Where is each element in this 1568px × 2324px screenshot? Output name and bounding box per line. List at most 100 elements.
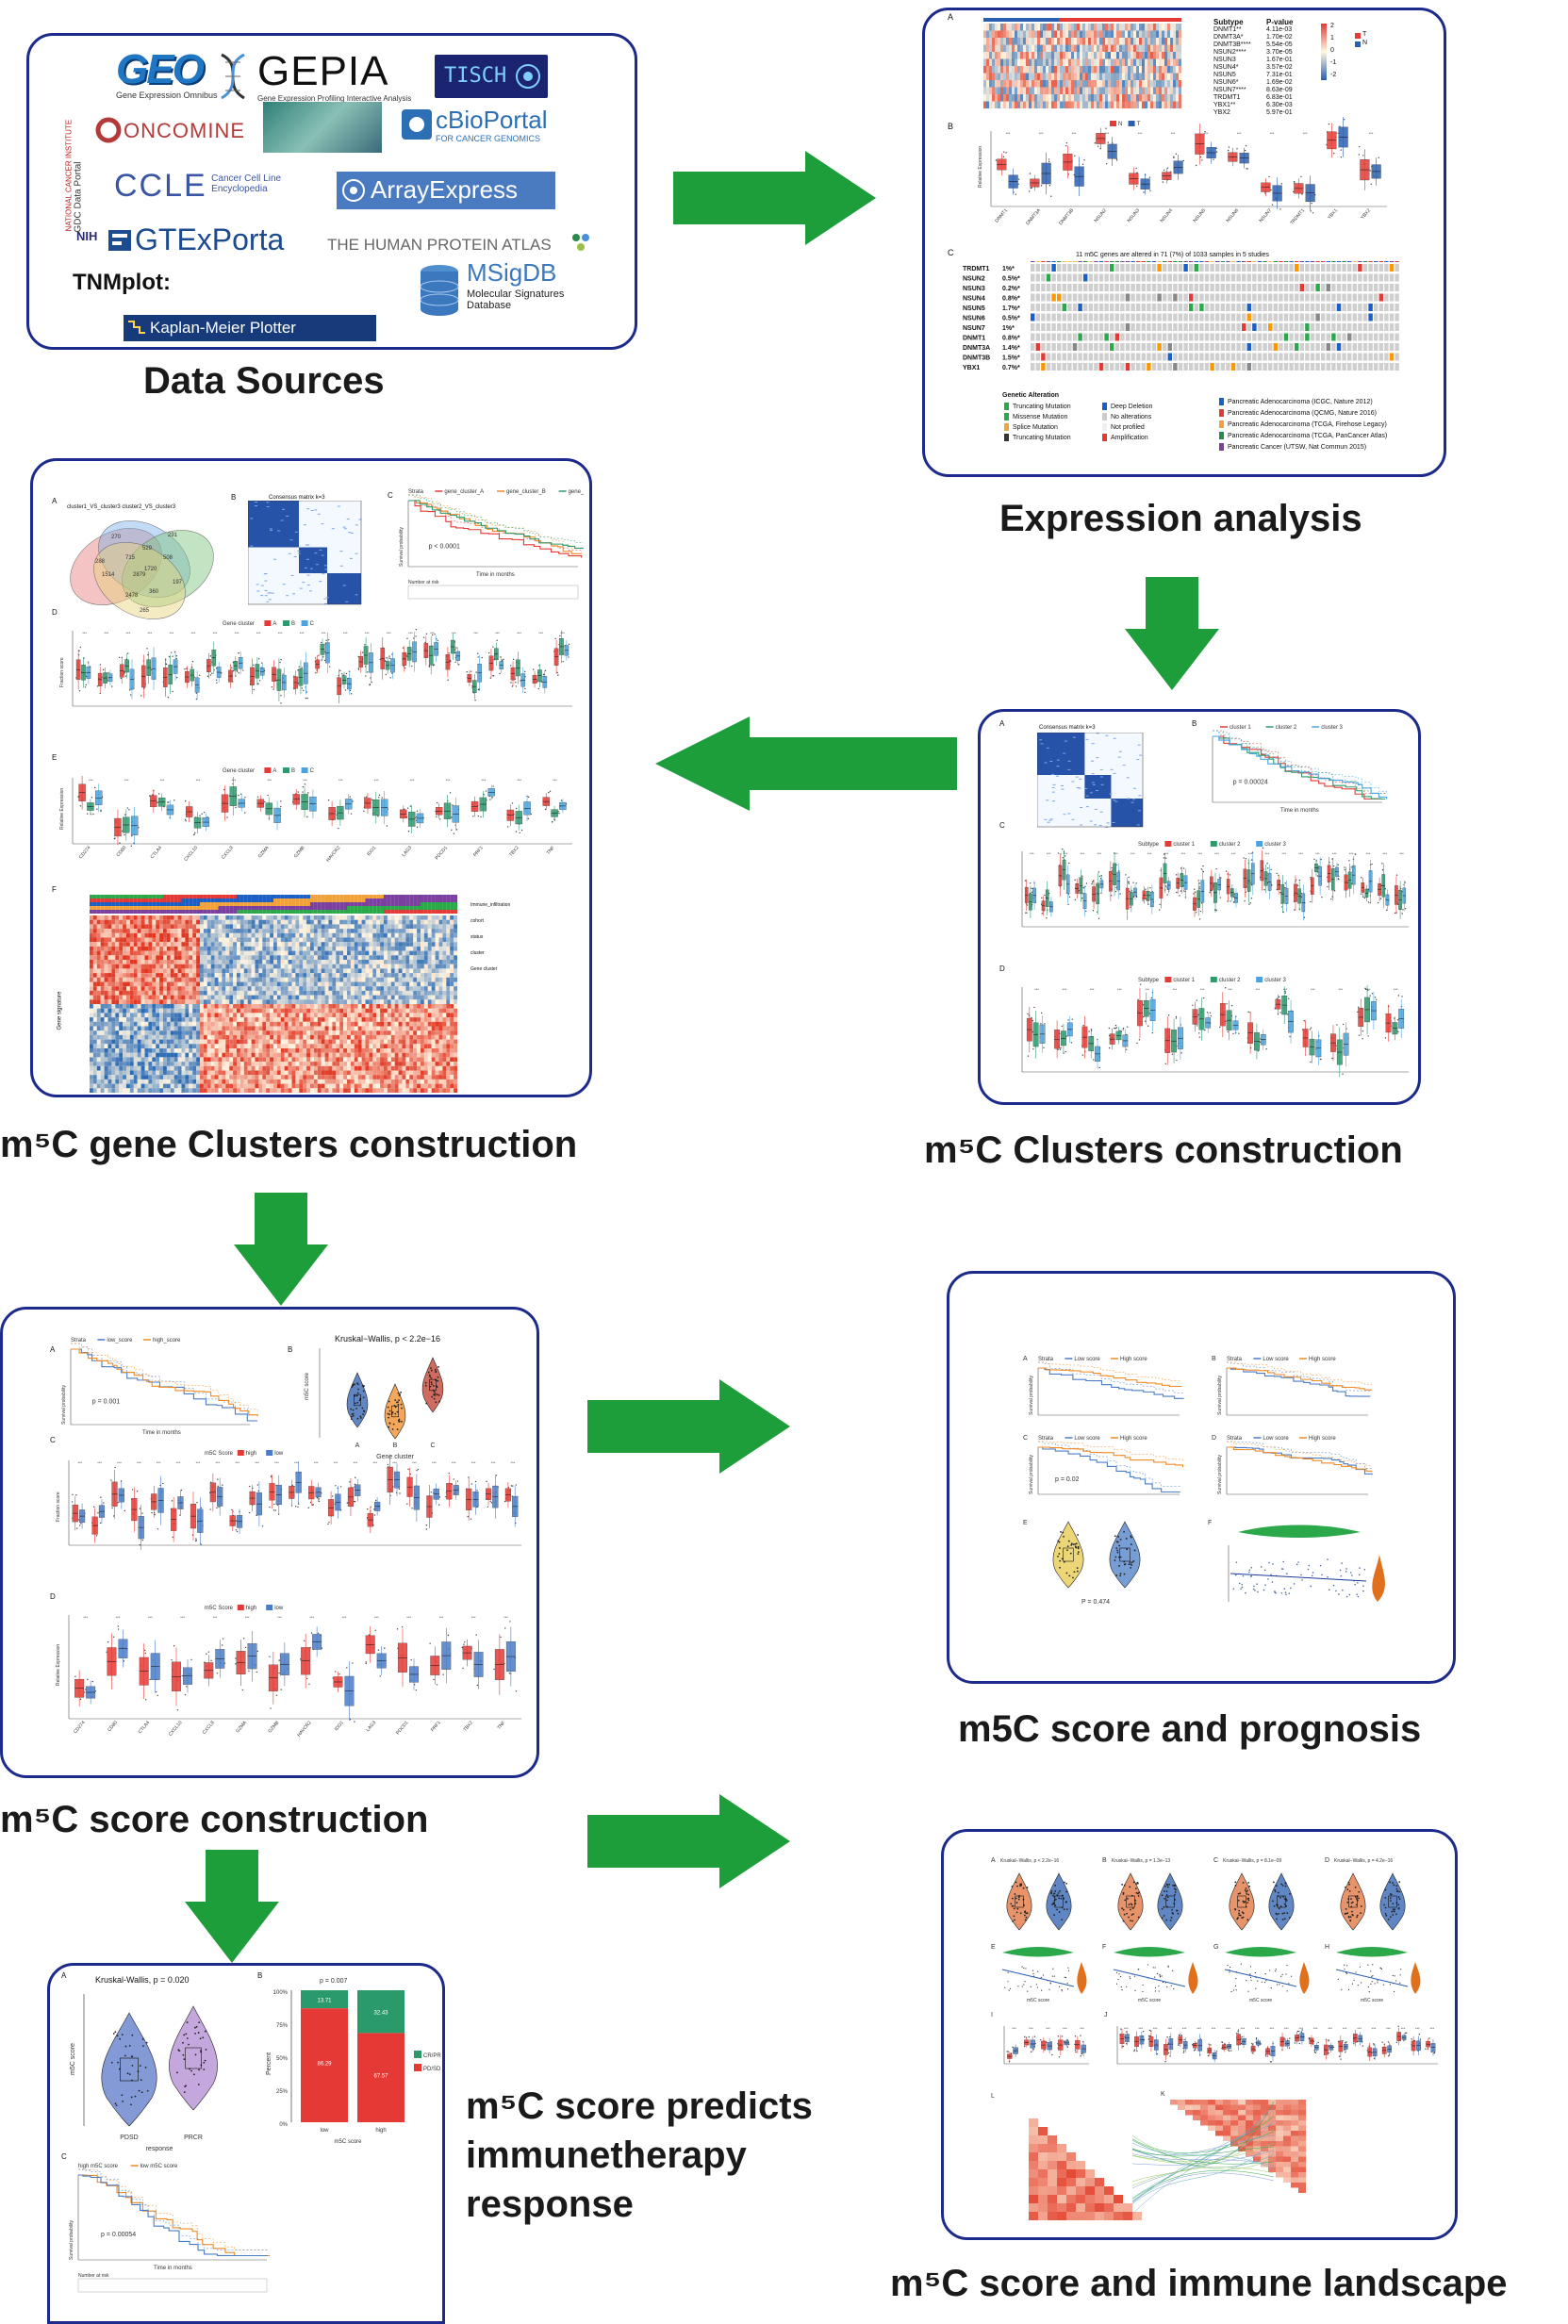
- annotation-cell: [354, 895, 358, 898]
- oncoprint-cell: [1252, 343, 1257, 351]
- annotation-cell: [450, 902, 454, 906]
- annotation-cell: [280, 910, 285, 914]
- heatmap-cell: [276, 915, 281, 920]
- annotation-cell: [413, 910, 418, 914]
- heatmap-cell: [1131, 73, 1133, 80]
- heatmap-cell: [1060, 73, 1063, 80]
- oncoprint-cell: [1204, 343, 1210, 351]
- heatmap-cell: [1063, 66, 1065, 74]
- study-legend-item: Pancreatic Adenocarcinoma (TCGA, PanCanc…: [1219, 431, 1387, 442]
- consensus-noise: [1048, 819, 1052, 821]
- heatmap-cell: [1048, 94, 1051, 102]
- gene-clusters-venn-title: cluster1_VS_cluster3 cluster2_VS_cluster…: [67, 504, 176, 510]
- outlier-point: [257, 658, 260, 660]
- oncoprint-cell: [1120, 273, 1125, 282]
- heatmap-cell: [1009, 94, 1012, 102]
- annotation-cell: [276, 906, 281, 910]
- legend-label: cluster 3: [1264, 978, 1286, 983]
- gene-clusters-survival: Stratagene_cluster_Agene_cluster_Bgene_c…: [399, 489, 584, 600]
- annotation-cell: [144, 902, 149, 906]
- heatmap-cell: [995, 94, 998, 102]
- oncoprint-cell: [1246, 293, 1251, 302]
- study-track-cell: [1067, 261, 1072, 262]
- heatmap-cell: [1074, 44, 1077, 52]
- outlier-point: [481, 656, 483, 659]
- heatmap-cell: [206, 919, 211, 925]
- heatmap-cell: [1133, 66, 1136, 74]
- y-axis-label: Relative Expression: [59, 788, 65, 830]
- oncoprint-cell: [1098, 323, 1104, 331]
- outlier-point: [406, 807, 409, 809]
- annotation-cell: [336, 895, 340, 898]
- heatmap-cell: [1048, 101, 1051, 108]
- annotation-cell: [173, 898, 178, 902]
- annotation-cell: [350, 895, 355, 898]
- outlier-point: [1232, 901, 1235, 903]
- heatmap-cell: [1108, 44, 1111, 52]
- heatmap-cell: [1012, 38, 1015, 45]
- oncoprint-cell: [1326, 353, 1330, 361]
- oncoprint-cell: [1389, 273, 1395, 282]
- oncoprint-cell: [1204, 273, 1210, 282]
- annotation-cell: [310, 902, 314, 906]
- oncoprint-cell: [1230, 333, 1236, 341]
- heatmap-cell: [1150, 66, 1153, 74]
- oncoprint-alteration: [1199, 304, 1204, 311]
- heatmap-cell: [1082, 44, 1085, 52]
- m5c-clusters-a-title: Consensus matrix k=3: [1039, 725, 1096, 731]
- outlier-point: [1115, 159, 1118, 161]
- heatmap-cell: [1159, 30, 1162, 38]
- oncoprint-cell: [1336, 313, 1342, 321]
- annotation-cell: [332, 898, 337, 902]
- outlier-point: [1219, 897, 1221, 898]
- outlier-point: [1179, 895, 1180, 897]
- heatmap-cell: [1003, 52, 1006, 59]
- heatmap-cell: [1080, 58, 1082, 66]
- oncoprint-cell: [1252, 273, 1257, 282]
- outlier-point: [1313, 858, 1315, 861]
- outlier-point: [307, 792, 309, 794]
- oncoprint-cell: [1083, 333, 1088, 341]
- heatmap-cell: [427, 919, 432, 925]
- oncoprint-cell: [1110, 323, 1114, 331]
- heatmap-cell: [173, 919, 178, 925]
- heatmap-cell: [1108, 30, 1111, 38]
- annotation-cell: [126, 895, 130, 898]
- x-tick-label: PDCD1: [435, 845, 450, 861]
- oncoprint-cell: [1368, 273, 1373, 282]
- oncoprint-cell: [1083, 284, 1088, 291]
- consensus-noise: [1112, 821, 1115, 823]
- oncoprint-cell: [1183, 363, 1188, 371]
- heatmap-cell: [1006, 30, 1009, 38]
- oncoprint-cell: [1283, 363, 1289, 371]
- oncoprint-cell: [1120, 264, 1125, 272]
- annotation-cell: [140, 902, 145, 906]
- outlier-point: [1215, 909, 1217, 912]
- outlier-point: [1175, 1017, 1178, 1019]
- heatmap-cell: [989, 87, 992, 94]
- outlier-point: [1375, 998, 1378, 1000]
- consensus-noise: [1080, 807, 1083, 809]
- significance-mark: ***: [231, 778, 236, 783]
- oncoprint-alteration: [1051, 293, 1056, 302]
- heatmap-cell: [1006, 24, 1009, 31]
- heatmap-cell: [983, 101, 986, 108]
- annotation-cell: [332, 895, 337, 898]
- arrow-score-to-immune-landscape: [587, 1794, 790, 1888]
- annotation-cell: [170, 906, 174, 910]
- annotation-cell: [233, 895, 237, 898]
- oncoprint-cell: [1326, 293, 1330, 302]
- heatmap-cell: [1136, 30, 1139, 38]
- oncoprint-cell: [1041, 313, 1046, 321]
- heatmap-cell: [1000, 101, 1003, 108]
- outlier-point: [244, 812, 246, 814]
- oncoprint-cell: [1031, 343, 1035, 351]
- heatmap-cell: [1116, 58, 1119, 66]
- oncoprint-cell: [1305, 313, 1310, 321]
- heatmap-cell: [1125, 66, 1128, 74]
- heatmap-cell: [1133, 94, 1136, 102]
- heatmap-cell: [1046, 24, 1048, 31]
- study-track-cell: [1110, 261, 1114, 262]
- heatmap-cell: [1094, 24, 1097, 31]
- outlier-point: [1092, 910, 1095, 912]
